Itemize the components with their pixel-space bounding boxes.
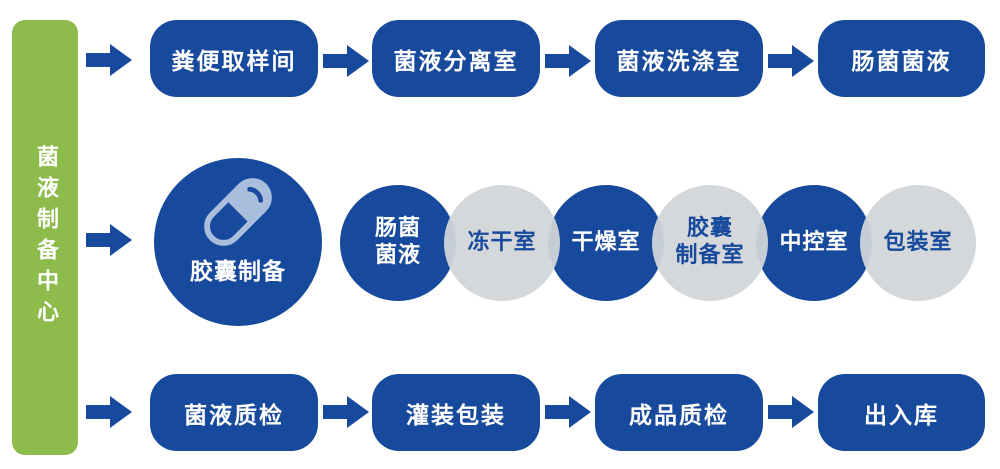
arrow-right-icon (545, 396, 591, 428)
box-label: 菌液质检 (184, 402, 284, 429)
circle-label: 冻干室 (467, 229, 537, 255)
box-warehouse-in-out: 出入库 (818, 374, 985, 451)
preparation-center-label: 菌液制备中心 (33, 144, 58, 331)
arrow-right-icon (86, 396, 132, 428)
hub-label: 胶囊制备 (190, 259, 286, 285)
circle-gut-bacteria-liquid: 肠菌菌液 (340, 185, 456, 301)
box-label: 出入库 (864, 402, 939, 429)
box-fecal-sampling-room: 粪便取样间 (150, 20, 318, 97)
arrow-right-icon (323, 45, 369, 77)
box-liquid-separation-room: 菌液分离室 (372, 20, 540, 97)
circle-label: 干燥室 (571, 229, 641, 255)
circle-label: 包装室 (883, 229, 953, 255)
box-label: 成品质检 (629, 402, 729, 429)
box-label: 菌液洗涤室 (616, 48, 742, 75)
capsule-preparation-hub: 胶囊制备 (154, 158, 322, 326)
capsule-icon (204, 175, 272, 247)
box-filling-packaging: 灌装包装 (372, 374, 540, 451)
arrow-right-icon (768, 396, 814, 428)
arrow-right-icon (768, 45, 814, 77)
circle-central-control-room: 中控室 (756, 185, 872, 301)
circle-capsule-prep-room: 胶囊制备室 (652, 185, 768, 301)
box-label: 菌液分离室 (393, 48, 519, 75)
arrow-right-icon (86, 44, 132, 76)
box-liquid-washing-room: 菌液洗涤室 (595, 20, 763, 97)
arrow-right-icon (323, 396, 369, 428)
circle-freeze-dry-room: 冻干室 (444, 185, 560, 301)
box-label: 肠菌菌液 (851, 48, 952, 75)
circle-label: 胶囊 (686, 216, 733, 242)
circle-packaging-room: 包装室 (860, 185, 976, 301)
box-label: 灌装包装 (406, 402, 506, 429)
box-label: 粪便取样间 (171, 48, 297, 75)
circle-drying-room: 干燥室 (548, 185, 664, 301)
box-product-quality-check: 成品质检 (595, 374, 763, 451)
arrow-right-icon (545, 45, 591, 77)
circle-label: 中控室 (779, 229, 849, 255)
room-circles: 肠菌菌液 冻干室 干燥室 胶囊制备室 中控室 包装室 (340, 185, 976, 301)
arrow-right-icon (86, 224, 132, 256)
box-gut-bacteria-liquid: 肠菌菌液 (818, 20, 985, 97)
preparation-center-bar: 菌液制备中心 (12, 20, 78, 455)
circle-label: 肠菌 (374, 216, 421, 242)
box-liquid-quality-check: 菌液质检 (150, 374, 318, 451)
